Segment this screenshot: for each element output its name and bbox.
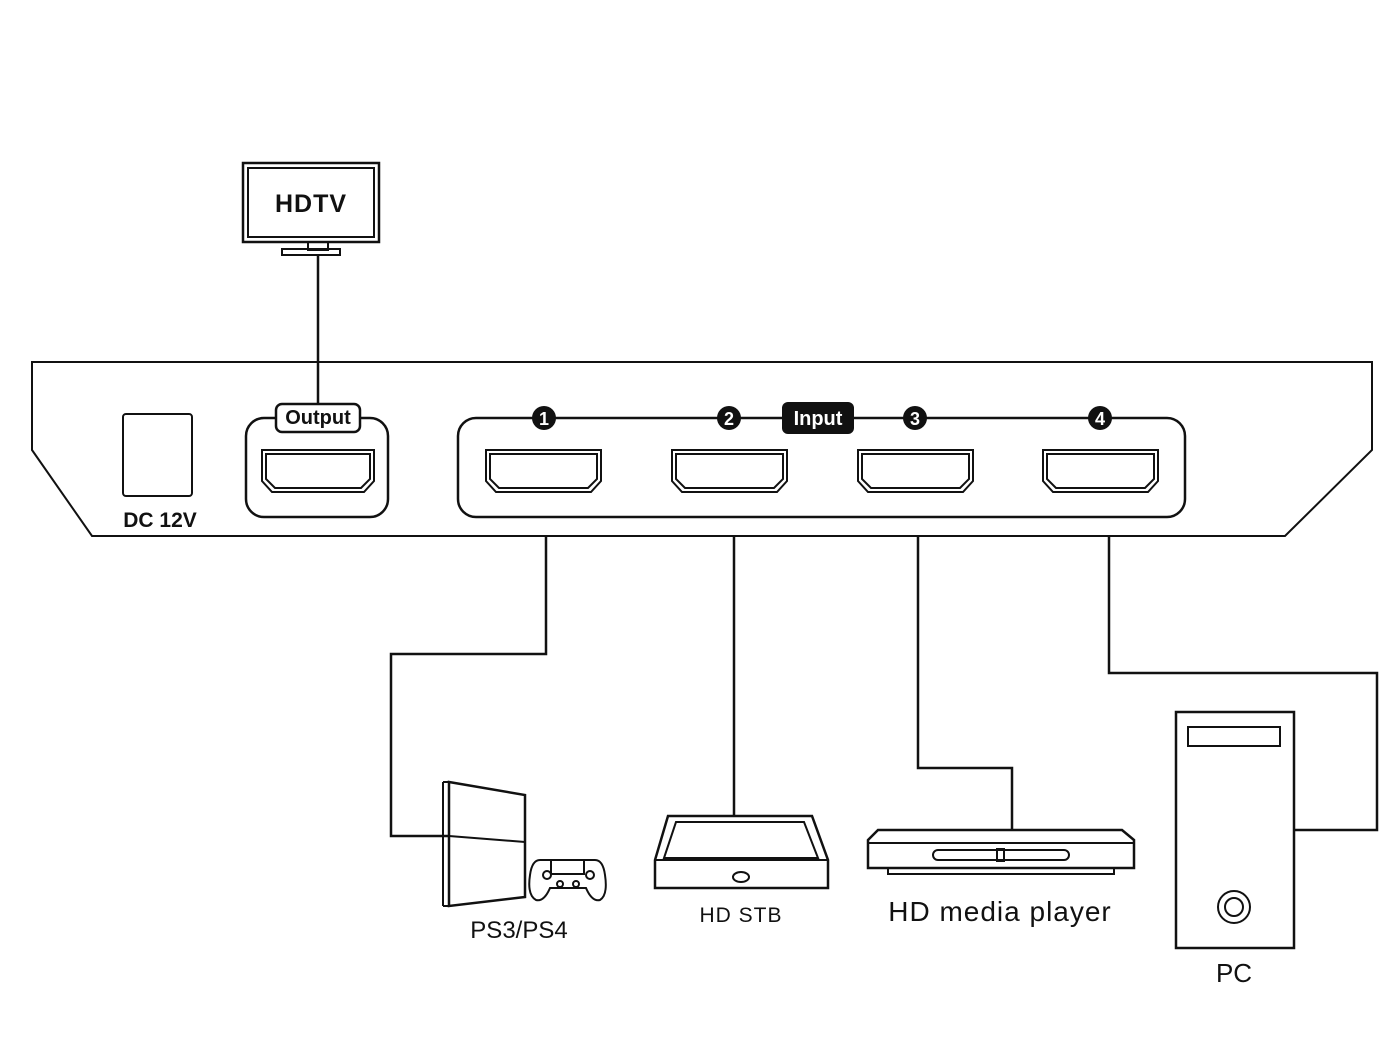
pc-tower-icon: PC xyxy=(1174,710,1296,988)
input-3-cable xyxy=(916,537,1014,830)
input-hdmi-port-4 xyxy=(1042,449,1159,493)
input-port-2-badge: 2 xyxy=(717,406,741,430)
source-2-label: HD STB xyxy=(699,904,782,927)
input-4-cable xyxy=(1107,537,1379,832)
input-label: Input xyxy=(794,408,843,430)
svg-text:4: 4 xyxy=(1095,409,1105,429)
svg-text:3: 3 xyxy=(910,409,920,429)
input-hdmi-port-3 xyxy=(857,449,974,493)
source-3-label: HD media player xyxy=(888,896,1112,927)
media-player-icon: HD media player xyxy=(866,828,1136,927)
source-1-label: PS3/PS4 xyxy=(470,917,567,944)
input-port-1-badge: 1 xyxy=(532,406,556,430)
source-4-label: PC xyxy=(1216,958,1252,988)
input-1-cable xyxy=(389,537,548,838)
hdtv-device: HDTV xyxy=(241,161,381,256)
dc-power-jack xyxy=(122,413,193,497)
game-controller-icon xyxy=(528,859,607,902)
dc-power-label: DC 12V xyxy=(123,509,197,532)
input-port-3-badge: 3 xyxy=(903,406,927,430)
game-console-icon: PS3/PS4 xyxy=(442,780,607,944)
output-label: Output xyxy=(285,407,351,429)
input-hdmi-port-2 xyxy=(671,449,788,493)
svg-text:1: 1 xyxy=(539,409,549,429)
switch-unit: DC 12V Output Input 1 2 3 4 xyxy=(31,361,1373,537)
input-port-4-badge: 4 xyxy=(1088,406,1112,430)
input-hdmi-port-1 xyxy=(485,449,602,493)
output-hdmi-port xyxy=(261,449,375,493)
svg-text:2: 2 xyxy=(724,409,734,429)
set-top-box-icon: HD STB xyxy=(653,814,830,927)
hdtv-label: HDTV xyxy=(275,190,347,218)
